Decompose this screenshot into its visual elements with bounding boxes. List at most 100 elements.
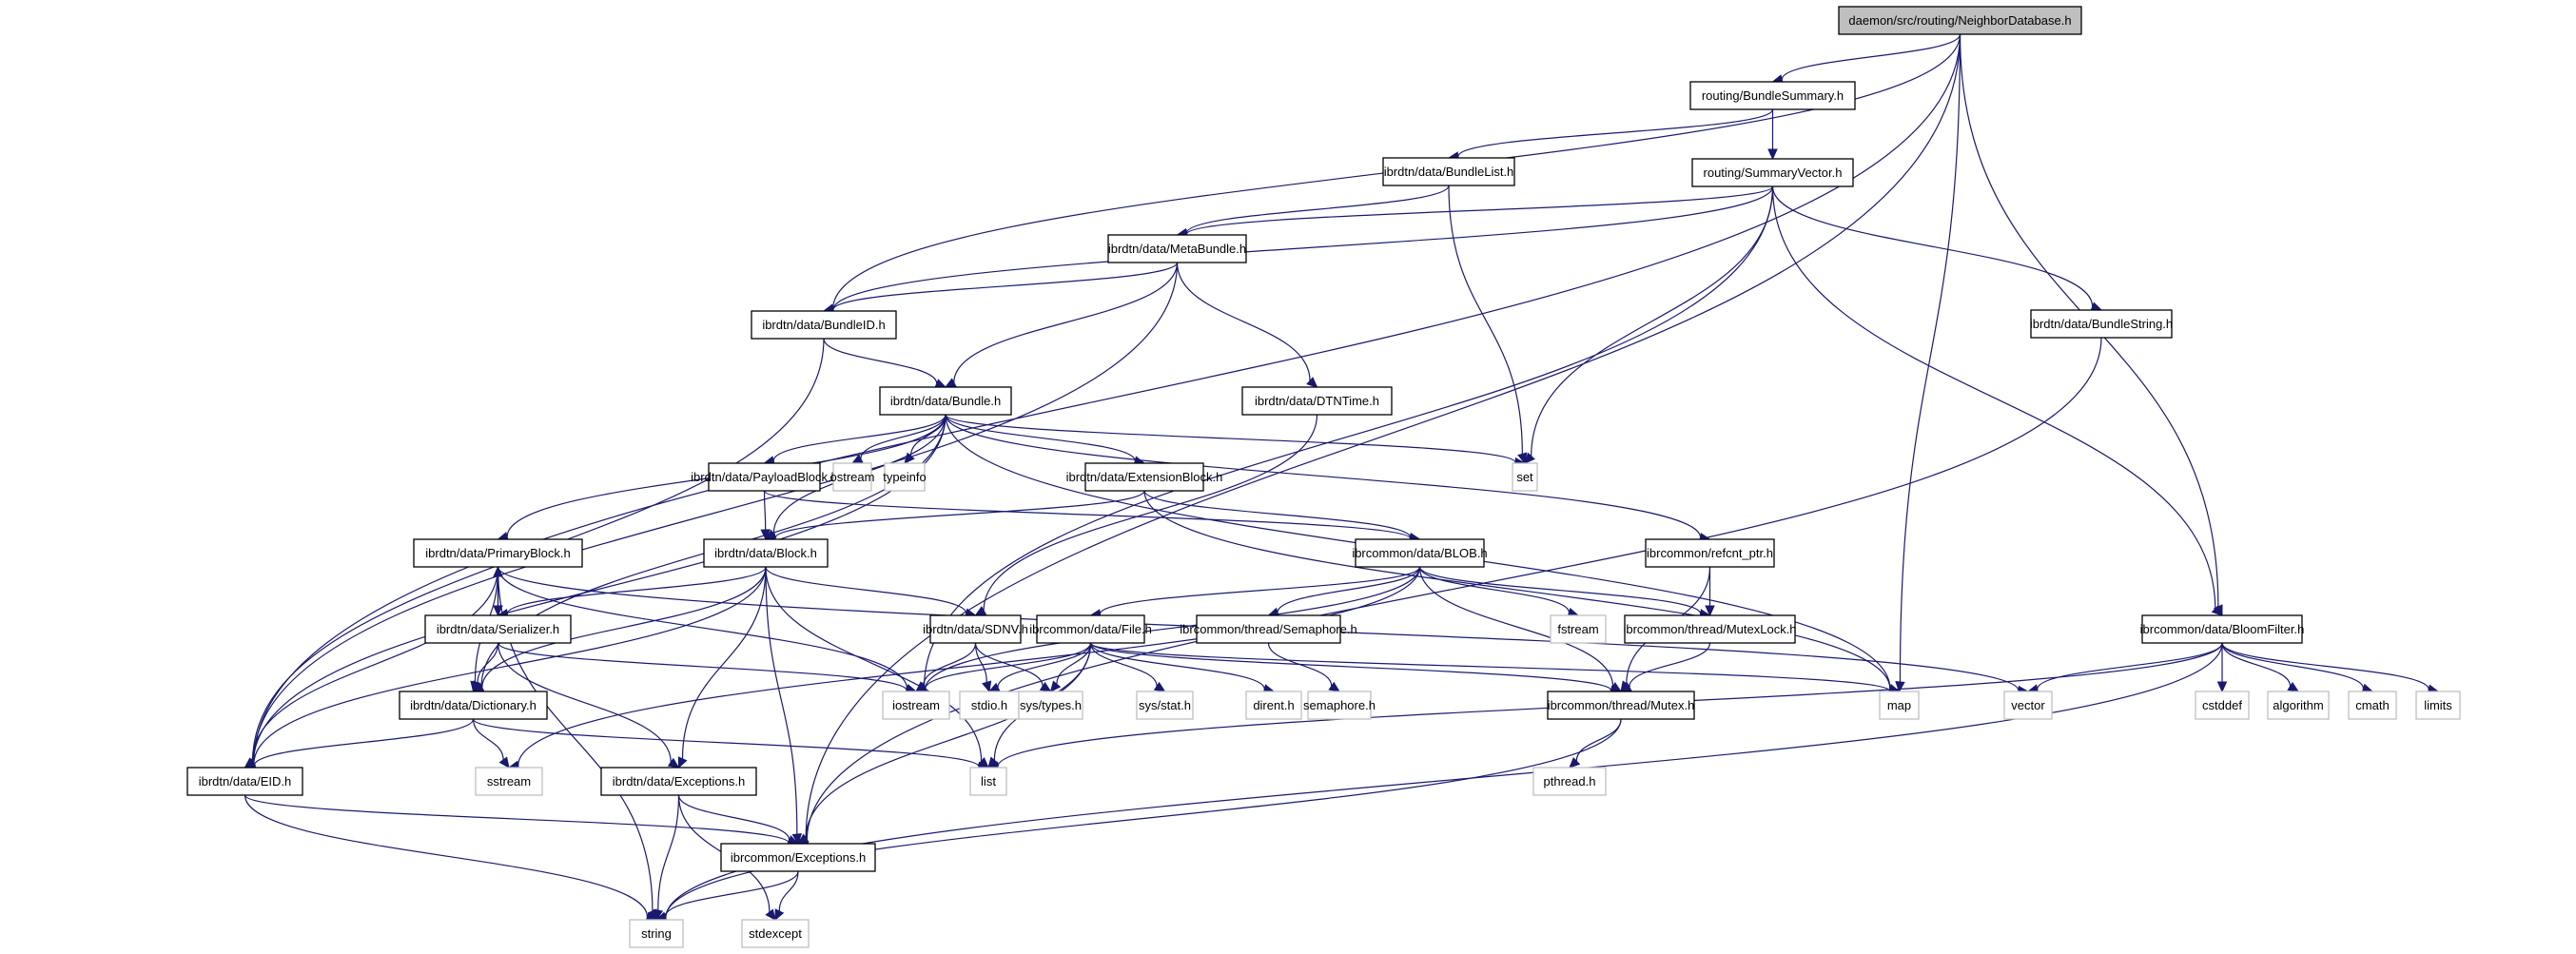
edge-sdnv-to-stdio bbox=[974, 642, 992, 693]
edge-line bbox=[1781, 33, 1961, 80]
edge-line bbox=[945, 414, 1516, 463]
edge-line bbox=[497, 566, 908, 690]
edge-root-to-map bbox=[1895, 33, 1961, 693]
arrowhead-icon bbox=[1517, 452, 1528, 465]
edge-svec-to-bloom bbox=[1771, 185, 2223, 616]
node-semaphore: semaphore.h bbox=[1303, 691, 1376, 720]
edge-line bbox=[253, 566, 767, 765]
node-dexc[interactable]: ibrdtn/data/Exceptions.h bbox=[600, 767, 757, 796]
node-mlock[interactable]: ibrcommon/thread/MutexLock.h bbox=[1623, 614, 1797, 644]
node-label: ibrdtn/data/Serializer.h bbox=[437, 622, 559, 636]
node-list: list bbox=[969, 767, 1007, 796]
edge-line bbox=[244, 794, 790, 844]
node-string: string bbox=[629, 919, 684, 948]
edge-svec-to-bstring bbox=[1771, 185, 2103, 312]
edge-line bbox=[1099, 566, 1421, 614]
node-cexc[interactable]: ibrcommon/Exceptions.h bbox=[720, 843, 876, 872]
node-bsum[interactable]: routing/BundleSummary.h bbox=[1689, 81, 1856, 110]
node-box bbox=[1550, 614, 1607, 644]
edge-blob-to-file bbox=[1089, 566, 1421, 619]
node-label: map bbox=[1887, 698, 1911, 712]
edge-line bbox=[772, 414, 946, 461]
edge-line bbox=[251, 566, 499, 762]
edge-line bbox=[517, 566, 1421, 766]
edge-line bbox=[1418, 566, 1702, 614]
node-box bbox=[424, 614, 572, 644]
node-box bbox=[879, 386, 1012, 416]
node-box bbox=[708, 462, 821, 492]
node-label: ibrdtn/data/Bundle.h bbox=[890, 394, 1001, 408]
arrowhead-icon bbox=[667, 757, 680, 769]
edge-line bbox=[244, 794, 649, 918]
node-meta[interactable]: ibrdtn/data/MetaBundle.h bbox=[1107, 234, 1247, 263]
node-sdnv[interactable]: ibrdtn/data/SDNV.h bbox=[923, 614, 1028, 644]
node-bid[interactable]: ibrdtn/data/BundleID.h bbox=[751, 310, 897, 340]
node-label: ibrcommon/refcnt_ptr.h bbox=[1647, 546, 1773, 560]
edge-line bbox=[665, 718, 1622, 918]
edge-line bbox=[1771, 185, 2094, 307]
node-dict[interactable]: ibrdtn/data/Dictionary.h bbox=[399, 691, 548, 720]
edge-line bbox=[765, 566, 798, 835]
edge-bsum-to-svec bbox=[1767, 109, 1778, 161]
arrowhead-icon bbox=[2211, 604, 2223, 616]
node-dtntime[interactable]: ibrdtn/data/DTNTime.h bbox=[1241, 386, 1393, 416]
node-box bbox=[1036, 614, 1145, 644]
node-ext[interactable]: ibrdtn/data/ExtensionBlock.h bbox=[1066, 462, 1223, 492]
node-bundle[interactable]: ibrdtn/data/Bundle.h bbox=[879, 386, 1012, 416]
node-blist[interactable]: ibrdtn/data/BundleList.h bbox=[1382, 157, 1515, 186]
node-box bbox=[703, 538, 829, 568]
edge-block-to-cexc bbox=[765, 566, 803, 846]
node-box bbox=[1689, 81, 1856, 110]
node-bstring[interactable]: ibrdtn/data/BundleString.h bbox=[2030, 309, 2173, 339]
node-label: limits bbox=[2424, 698, 2452, 712]
edge-file-to-iostream bbox=[914, 642, 1092, 694]
edge-file-to-map bbox=[1089, 642, 1901, 696]
node-box bbox=[1532, 767, 1607, 796]
edge-line bbox=[953, 262, 1179, 383]
arrowhead-icon bbox=[760, 529, 771, 541]
node-sema[interactable]: ibrcommon/thread/Semaphore.h bbox=[1180, 614, 1357, 644]
node-label: cstddef bbox=[2202, 698, 2242, 712]
node-label: ibrcommon/thread/Semaphore.h bbox=[1180, 622, 1356, 636]
node-serial[interactable]: ibrdtn/data/Serializer.h bbox=[424, 614, 572, 644]
node-bloom[interactable]: ibrcommon/data/BloomFilter.h bbox=[2140, 614, 2305, 644]
edge-line bbox=[923, 642, 977, 686]
edge-line bbox=[925, 642, 1092, 690]
edge-line bbox=[2221, 642, 2292, 687]
arrowhead-icon bbox=[1039, 681, 1052, 692]
edge-line bbox=[774, 490, 1145, 539]
node-label: ibrcommon/data/BLOB.h bbox=[1352, 546, 1487, 560]
node-label: routing/BundleSummary.h bbox=[1702, 88, 1844, 103]
edge-blist-to-meta bbox=[1176, 185, 1450, 239]
edge-serial-to-iostream bbox=[497, 642, 918, 696]
edge-line bbox=[1575, 718, 1622, 762]
edge-bloom-to-vector bbox=[2026, 642, 2223, 694]
node-payload[interactable]: ibrdtn/data/PayloadBlock.h bbox=[691, 462, 838, 492]
edge-line bbox=[778, 870, 799, 911]
node-root[interactable]: daemon/src/routing/NeighborDatabase.h bbox=[1838, 6, 2082, 35]
node-label: pthread.h bbox=[1544, 774, 1596, 789]
node-box bbox=[1879, 691, 1920, 720]
node-label: list bbox=[981, 774, 996, 789]
node-eid[interactable]: ibrdtn/data/EID.h bbox=[186, 767, 303, 796]
node-box bbox=[751, 310, 897, 340]
arrowhead-icon bbox=[677, 756, 688, 769]
edge-line bbox=[1185, 185, 1774, 235]
node-label: ibrdtn/data/MetaBundle.h bbox=[1108, 242, 1246, 256]
node-blob[interactable]: ibrcommon/data/BLOB.h bbox=[1352, 538, 1488, 568]
node-box bbox=[2003, 691, 2053, 720]
node-block[interactable]: ibrdtn/data/Block.h bbox=[703, 538, 829, 568]
node-file[interactable]: ibrcommon/data/File.h bbox=[1029, 614, 1152, 644]
node-mutex[interactable]: ibrcommon/thread/Mutex.h bbox=[1547, 691, 1695, 720]
node-refcnt[interactable]: ibrcommon/refcnt_ptr.h bbox=[1645, 538, 1775, 568]
edge-line bbox=[945, 414, 1136, 461]
node-box bbox=[600, 767, 757, 796]
arrowhead-icon bbox=[774, 908, 785, 922]
node-label: daemon/src/routing/NeighborDatabase.h bbox=[1848, 13, 2071, 28]
node-svec[interactable]: routing/SummaryVector.h bbox=[1691, 158, 1854, 187]
node-primary[interactable]: ibrdtn/data/PrimaryBlock.h bbox=[413, 538, 583, 568]
node-label: ibrdtn/data/Exceptions.h bbox=[613, 774, 745, 789]
edge-line bbox=[477, 642, 499, 684]
edge-line bbox=[924, 185, 1774, 687]
edge-line bbox=[925, 566, 1421, 690]
